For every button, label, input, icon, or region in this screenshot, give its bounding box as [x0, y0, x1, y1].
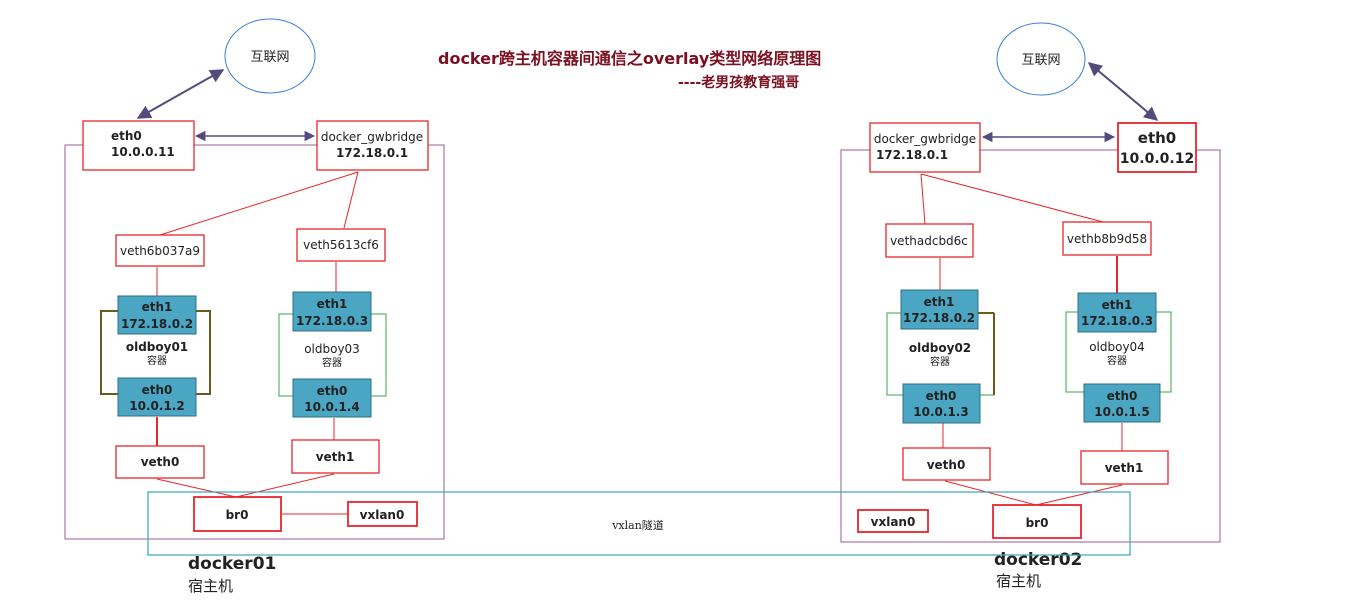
container-eth0-box-oldboy01 — [117, 377, 197, 417]
container-eth0-name-oldboy01: eth0 — [142, 383, 173, 397]
container-eth1-box-oldboy02 — [900, 289, 979, 330]
host-eth0-name-right: eth0 — [1138, 129, 1176, 147]
host-frame-docker02 — [840, 149, 1221, 543]
gwbridge-ip-right: 172.18.0.1 — [876, 148, 948, 162]
container-name-oldboy03: oldboy03 — [304, 342, 360, 356]
internet-cloud-left — [224, 18, 316, 94]
internet-label-left: 互联网 — [250, 50, 289, 65]
container-eth1-ip-oldboy02: 172.18.0.2 — [903, 311, 975, 325]
container-eth0-ip-oldboy04: 10.0.1.5 — [1094, 405, 1149, 419]
br0-box-left — [193, 496, 282, 532]
diagram-title: docker跨主机容器间通信之overlay类型网络原理图 — [438, 49, 821, 68]
container-name-oldboy02: oldboy02 — [909, 341, 971, 355]
gwbridge-name-left: docker_gwbridge — [321, 130, 423, 144]
veth0-label-right: veth0 — [927, 458, 966, 472]
arrow-eth0-internet-left — [136, 69, 225, 119]
diagram-subtitle: ----老男孩教育强哥 — [678, 74, 799, 91]
container-name-oldboy04: oldboy04 — [1089, 340, 1145, 354]
container-eth0-name-oldboy04: eth0 — [1107, 389, 1138, 403]
host-eth0-box-left — [82, 120, 195, 171]
veth0-box-left — [115, 445, 205, 479]
container-eth1-name-oldboy03: eth1 — [317, 297, 348, 311]
container-eth1-box-oldboy04 — [1077, 292, 1157, 333]
host-eth0-box-right — [1117, 122, 1197, 173]
veth0-label-left: veth0 — [141, 455, 180, 469]
host-frame-docker01 — [64, 144, 445, 540]
veth0-box-right — [902, 447, 991, 481]
veth1-box-left — [291, 439, 380, 474]
container-name-oldboy01: oldboy01 — [126, 340, 188, 354]
container-eth0-ip-oldboy03: 10.0.1.4 — [304, 400, 359, 414]
container-eth1-name-oldboy02: eth1 — [924, 295, 955, 309]
container-label-oldboy03: 容器 — [322, 356, 342, 369]
veth-a-box-right — [885, 223, 974, 258]
container-eth0-box-oldboy02 — [902, 383, 981, 424]
container-eth1-ip-oldboy04: 172.18.0.3 — [1081, 314, 1153, 328]
container-eth0-box-oldboy04 — [1083, 383, 1161, 423]
internet-cloud-right — [996, 22, 1086, 96]
host-docker01: 互联网 eth0 10.0.0.11 docker_gwbridge 172.1… — [64, 18, 445, 595]
gwbridge-ip-left: 172.18.0.1 — [336, 146, 408, 160]
br0-label-left: br0 — [226, 508, 249, 522]
host-name-docker02: docker02 — [994, 550, 1082, 570]
br0-label-right: br0 — [1026, 516, 1049, 530]
veth1-box-right — [1080, 450, 1169, 485]
veth-b-box-right — [1062, 221, 1152, 256]
container-eth0-name-oldboy02: eth0 — [926, 389, 957, 403]
container-eth1-box-oldboy03 — [292, 291, 372, 332]
arrow-eth0-internet-right — [1087, 62, 1159, 121]
container-eth0-name-oldboy03: eth0 — [317, 384, 348, 398]
container-eth1-ip-oldboy03: 172.18.0.3 — [296, 314, 368, 328]
veth-a-label-right: vethadcbd6c — [890, 234, 968, 248]
host-eth0-name-left: eth0 — [111, 129, 142, 143]
host-eth0-ip-right: 10.0.0.12 — [1120, 151, 1194, 167]
veth-a-label-left: veth6b037a9 — [120, 244, 200, 258]
container-eth1-ip-oldboy01: 172.18.0.2 — [121, 317, 193, 331]
veth1-label-right: veth1 — [1105, 461, 1144, 475]
vxlan0-box-right — [857, 509, 929, 533]
gwbridge-box-left — [316, 120, 429, 171]
vxlan0-label-left: vxlan0 — [360, 508, 405, 522]
veth-a-box-left — [115, 234, 205, 267]
container-label-oldboy01: 容器 — [147, 354, 167, 367]
gwbridge-name-right: docker_gwbridge — [874, 132, 976, 146]
vxlan0-label-right: vxlan0 — [871, 515, 916, 529]
container-eth0-ip-oldboy01: 10.0.1.2 — [129, 399, 184, 413]
container-eth1-box-oldboy01 — [117, 295, 197, 335]
gwbridge-box-right — [869, 122, 981, 173]
host-docker02: 互联网 docker_gwbridge 172.18.0.1 eth0 10.0… — [840, 22, 1221, 590]
veth-b-box-left — [296, 228, 386, 262]
vxlan-tunnel-label: vxlan隧道 — [611, 518, 664, 532]
container-eth0-ip-oldboy02: 10.0.1.3 — [913, 405, 968, 419]
container-eth0-box-oldboy03 — [292, 378, 372, 418]
container-label-oldboy02: 容器 — [930, 355, 950, 368]
internet-label-right: 互联网 — [1021, 53, 1060, 68]
container-eth1-name-oldboy01: eth1 — [142, 300, 173, 314]
host-role-docker02: 宿主机 — [996, 572, 1041, 590]
veth-b-label-right: vethb8b9d58 — [1067, 232, 1147, 246]
container-label-oldboy04: 容器 — [1107, 354, 1127, 367]
br0-box-right — [992, 504, 1082, 539]
host-name-docker01: docker01 — [188, 554, 276, 574]
host-role-docker01: 宿主机 — [188, 577, 233, 595]
vxlan-tunnel-frame — [147, 491, 1131, 556]
host-eth0-ip-left: 10.0.0.11 — [111, 145, 175, 159]
container-eth1-name-oldboy04: eth1 — [1102, 298, 1133, 312]
veth1-label-left: veth1 — [316, 450, 355, 464]
vxlan0-box-left — [347, 501, 418, 527]
veth-b-label-left: veth5613cf6 — [303, 238, 379, 252]
